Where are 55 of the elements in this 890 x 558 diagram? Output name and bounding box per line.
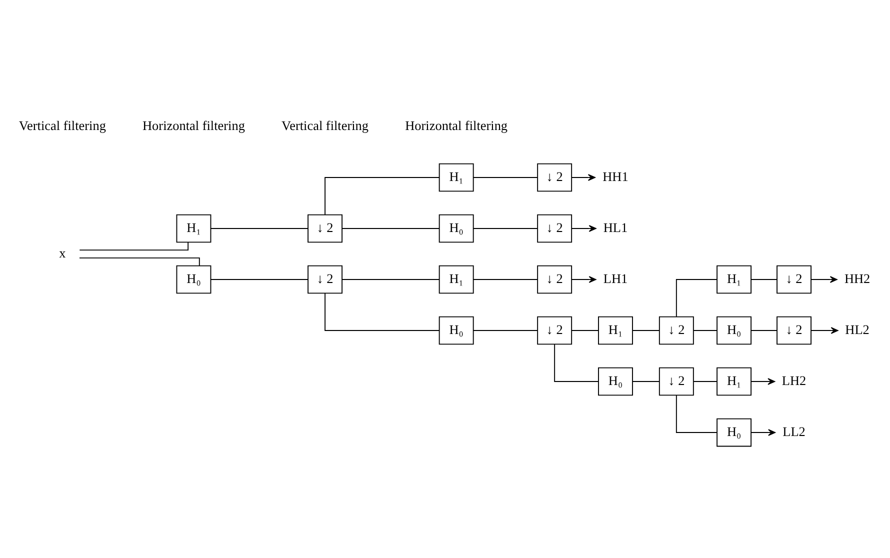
node-box: H₁ (438, 162, 474, 192)
node-text: x (59, 244, 66, 260)
node-text: HH1 (602, 168, 628, 184)
connector (342, 278, 440, 280)
label: Horizontal filtering (405, 117, 508, 132)
label: Vertical filtering (18, 117, 106, 132)
node-box: ↓ 2 (537, 264, 572, 294)
node-text: HL1 (603, 219, 628, 234)
label: Horizontal filtering (142, 117, 245, 132)
node-box: ↓ 2 (537, 316, 572, 344)
node-box: H₀ (438, 214, 474, 242)
arrow (571, 224, 596, 232)
connector (324, 292, 440, 330)
connector (632, 380, 660, 382)
arrow (571, 174, 596, 180)
node-box: H₁ (716, 264, 752, 294)
node-box: ↓ 2 (308, 214, 343, 242)
connector (750, 278, 778, 280)
node-box: ↓ 2 (776, 264, 812, 294)
arrow (810, 276, 838, 282)
connector (554, 343, 599, 382)
node-text: LH2 (782, 372, 806, 388)
node-box: ↓ 2 (308, 264, 343, 294)
label: Vertical filtering (282, 117, 369, 132)
node-box: H₀ (598, 366, 633, 396)
connector (324, 176, 440, 215)
connector (79, 241, 189, 250)
node-box: H₀ (716, 418, 752, 446)
arrow (750, 428, 776, 436)
arrow (810, 326, 838, 334)
node-box: H₁ (716, 366, 752, 396)
connector (79, 256, 200, 266)
connector (676, 394, 718, 432)
node-box: H₁ (176, 214, 212, 242)
node-box: ↓ 2 (537, 214, 572, 242)
node-text: LH1 (603, 270, 628, 286)
node-box: H₁ (598, 316, 633, 344)
node-box: ↓ 2 (776, 316, 812, 344)
node-box: ↓ 2 (658, 366, 694, 396)
node-text: HL2 (845, 322, 870, 337)
connector (693, 380, 718, 382)
node-box: H₀ (176, 264, 212, 294)
node-text: LL2 (782, 424, 806, 439)
node-box: H₀ (716, 316, 752, 344)
connector (210, 278, 308, 280)
connector (472, 278, 538, 280)
connector (676, 278, 718, 317)
node-text: HH2 (844, 270, 870, 286)
node-box: ↓ 2 (537, 162, 572, 192)
node-box: ↓ 2 (658, 316, 694, 344)
node-box: H₀ (438, 316, 474, 344)
arrow (750, 378, 776, 384)
arrow (571, 276, 596, 282)
connector (472, 176, 538, 178)
node-box: H₁ (438, 264, 474, 294)
